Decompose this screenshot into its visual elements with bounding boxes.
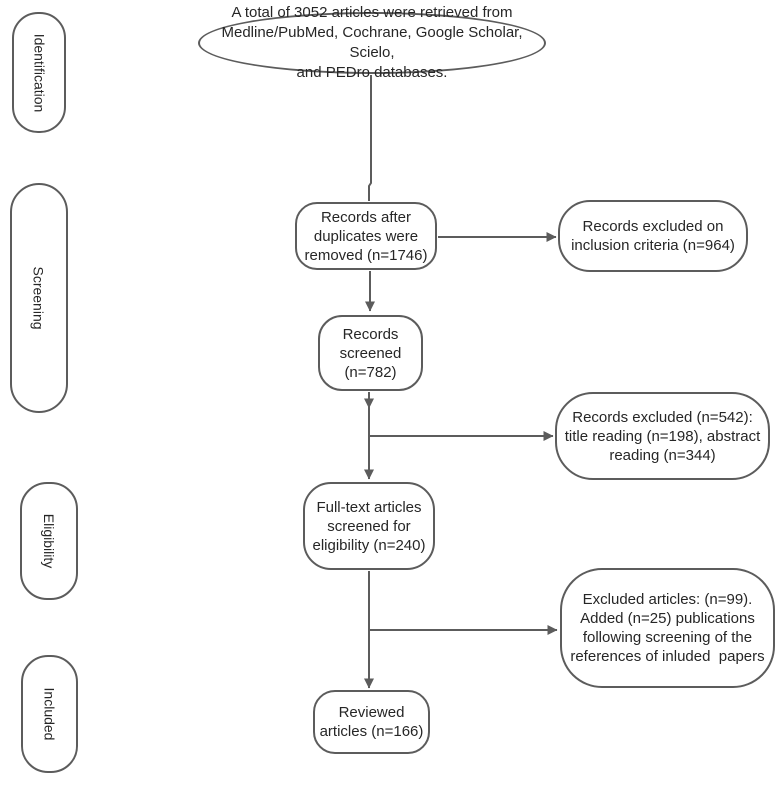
node-excluded-inclusion-criteria: Records excluded on inclusion criteria (…: [558, 200, 748, 272]
node-fulltext-screened: Full-text articles screened for eligibil…: [303, 482, 435, 570]
stage-screening: Screening: [10, 183, 68, 413]
stage-eligibility: Eligibility: [20, 482, 78, 600]
node-reviewed-articles: Reviewed articles (n=166): [313, 690, 430, 754]
stage-identification: Identification: [12, 12, 66, 133]
node-excluded-and-added: Excluded articles: (n=99). Added (n=25) …: [560, 568, 775, 688]
stage-identification-label: Identification: [31, 33, 48, 112]
stage-included-label: Included: [41, 687, 58, 741]
stage-included: Included: [21, 655, 78, 773]
node-records-excluded-reading: Records excluded (n=542): title reading …: [555, 392, 770, 480]
node-records-screened: Records screened (n=782): [318, 315, 423, 391]
node-articles-retrieved: A total of 3052 articles were retrieved …: [198, 4, 546, 81]
stage-screening-label: Screening: [31, 266, 48, 330]
stage-eligibility-label: Eligibility: [41, 513, 57, 569]
connector-retrieved-to-duplicates: [368, 75, 372, 201]
node-duplicates-removed: Records after duplicates were removed (n…: [295, 202, 437, 270]
